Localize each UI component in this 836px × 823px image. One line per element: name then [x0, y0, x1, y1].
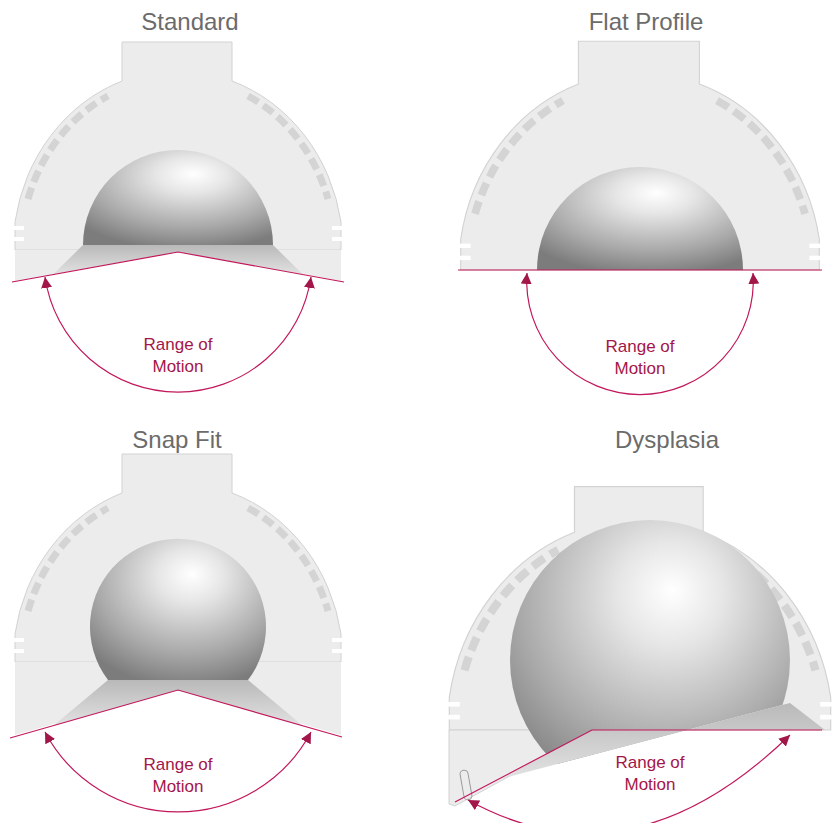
standard-cup — [12, 42, 344, 392]
snap-fit-cup — [10, 454, 342, 812]
motion-label: Range of Motion — [599, 336, 681, 380]
panel-title: Flat Profile — [589, 8, 704, 36]
panel-title: Dysplasia — [615, 426, 719, 454]
flat-profile-cup — [458, 41, 822, 394]
motion-label: Range of Motion — [137, 334, 219, 378]
panel-title: Snap Fit — [132, 426, 221, 454]
motion-label: Range of Motion — [137, 754, 219, 798]
motion-label: Range of Motion — [609, 752, 691, 796]
dysplasia-cup — [448, 487, 832, 823]
panel-title: Standard — [141, 8, 238, 36]
